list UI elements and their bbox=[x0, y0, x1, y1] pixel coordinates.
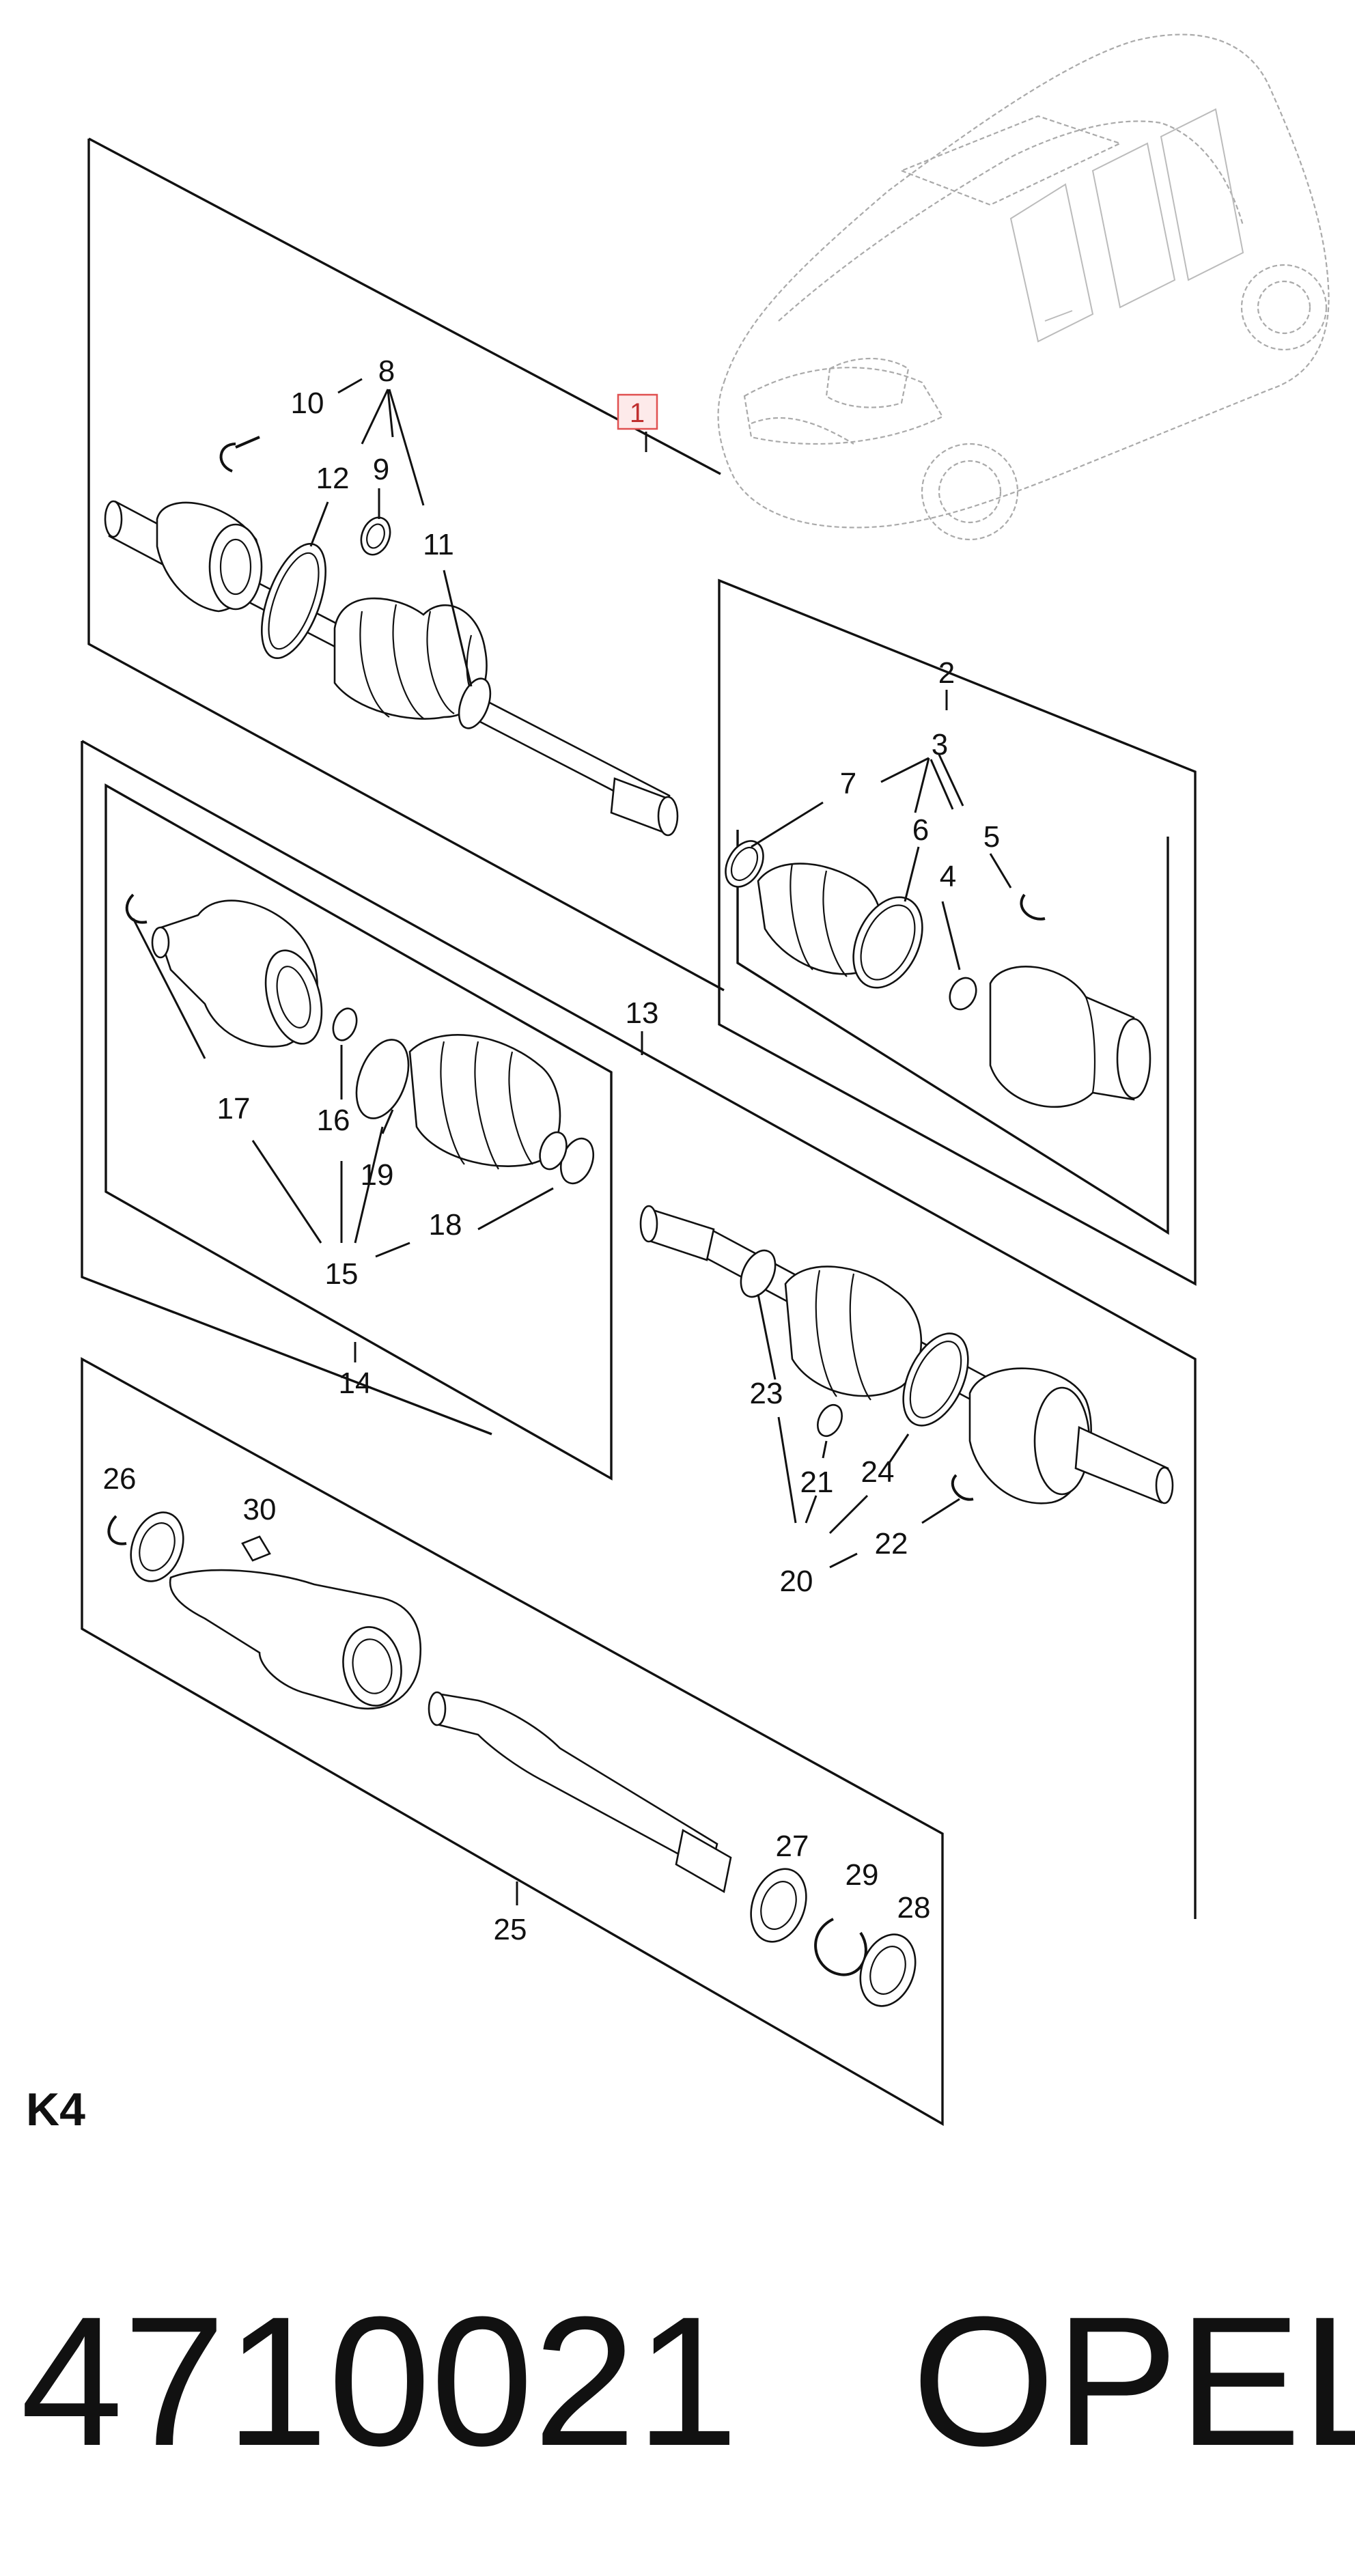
assembly-frames bbox=[81, 137, 1197, 2126]
callout-21: 21 bbox=[800, 1466, 834, 1499]
callout-5: 5 bbox=[983, 820, 1000, 854]
callout-2: 2 bbox=[938, 656, 955, 690]
callout-29: 29 bbox=[846, 1858, 879, 1892]
right-drive-shaft-parts bbox=[639, 1205, 1174, 1504]
section-label: K4 bbox=[26, 2084, 85, 2136]
vehicle-illustration bbox=[717, 33, 1330, 541]
callout-28: 28 bbox=[897, 1891, 931, 1924]
callout-9: 9 bbox=[373, 453, 389, 486]
left-drive-shaft-parts bbox=[104, 436, 679, 837]
callout-11: 11 bbox=[423, 528, 454, 561]
intermediate-shaft-parts bbox=[107, 1511, 917, 2007]
callout-30: 30 bbox=[243, 1493, 277, 1526]
callout-4: 4 bbox=[940, 860, 956, 893]
inner-joint-kit-parts bbox=[125, 893, 595, 1185]
callout-3: 3 bbox=[932, 728, 948, 761]
callout-1: 1 bbox=[630, 398, 645, 428]
callout-8: 8 bbox=[378, 354, 395, 388]
callout-18: 18 bbox=[429, 1208, 462, 1242]
callout-7: 7 bbox=[840, 767, 856, 800]
callout-26: 26 bbox=[103, 1462, 137, 1496]
callout-22: 22 bbox=[875, 1527, 908, 1560]
callout-24: 24 bbox=[861, 1455, 895, 1489]
callout-19: 19 bbox=[361, 1158, 394, 1192]
callout-20: 20 bbox=[780, 1565, 813, 1598]
outer-joint-kit-parts bbox=[725, 840, 1151, 1108]
callout-labels: 1 2 3 4 5 6 7 8 9 10 11 12 13 14 15 16 1… bbox=[103, 354, 1001, 1946]
brand-name: OPEL bbox=[912, 2279, 1355, 2484]
callout-6: 6 bbox=[912, 813, 929, 847]
callout-25: 25 bbox=[494, 1913, 527, 1946]
callout-23: 23 bbox=[750, 1377, 783, 1410]
callout-12: 12 bbox=[316, 462, 350, 495]
callout-27: 27 bbox=[776, 1830, 809, 1863]
leader-lines bbox=[132, 378, 1012, 1905]
callout-10: 10 bbox=[291, 387, 324, 420]
callout-13: 13 bbox=[626, 996, 659, 1030]
callout-17: 17 bbox=[217, 1092, 251, 1125]
callout-16: 16 bbox=[317, 1104, 350, 1137]
highlighted-callout-box bbox=[617, 393, 658, 430]
callout-15: 15 bbox=[325, 1257, 359, 1291]
callout-14: 14 bbox=[339, 1367, 372, 1400]
part-number: 4710021 bbox=[20, 2279, 738, 2484]
